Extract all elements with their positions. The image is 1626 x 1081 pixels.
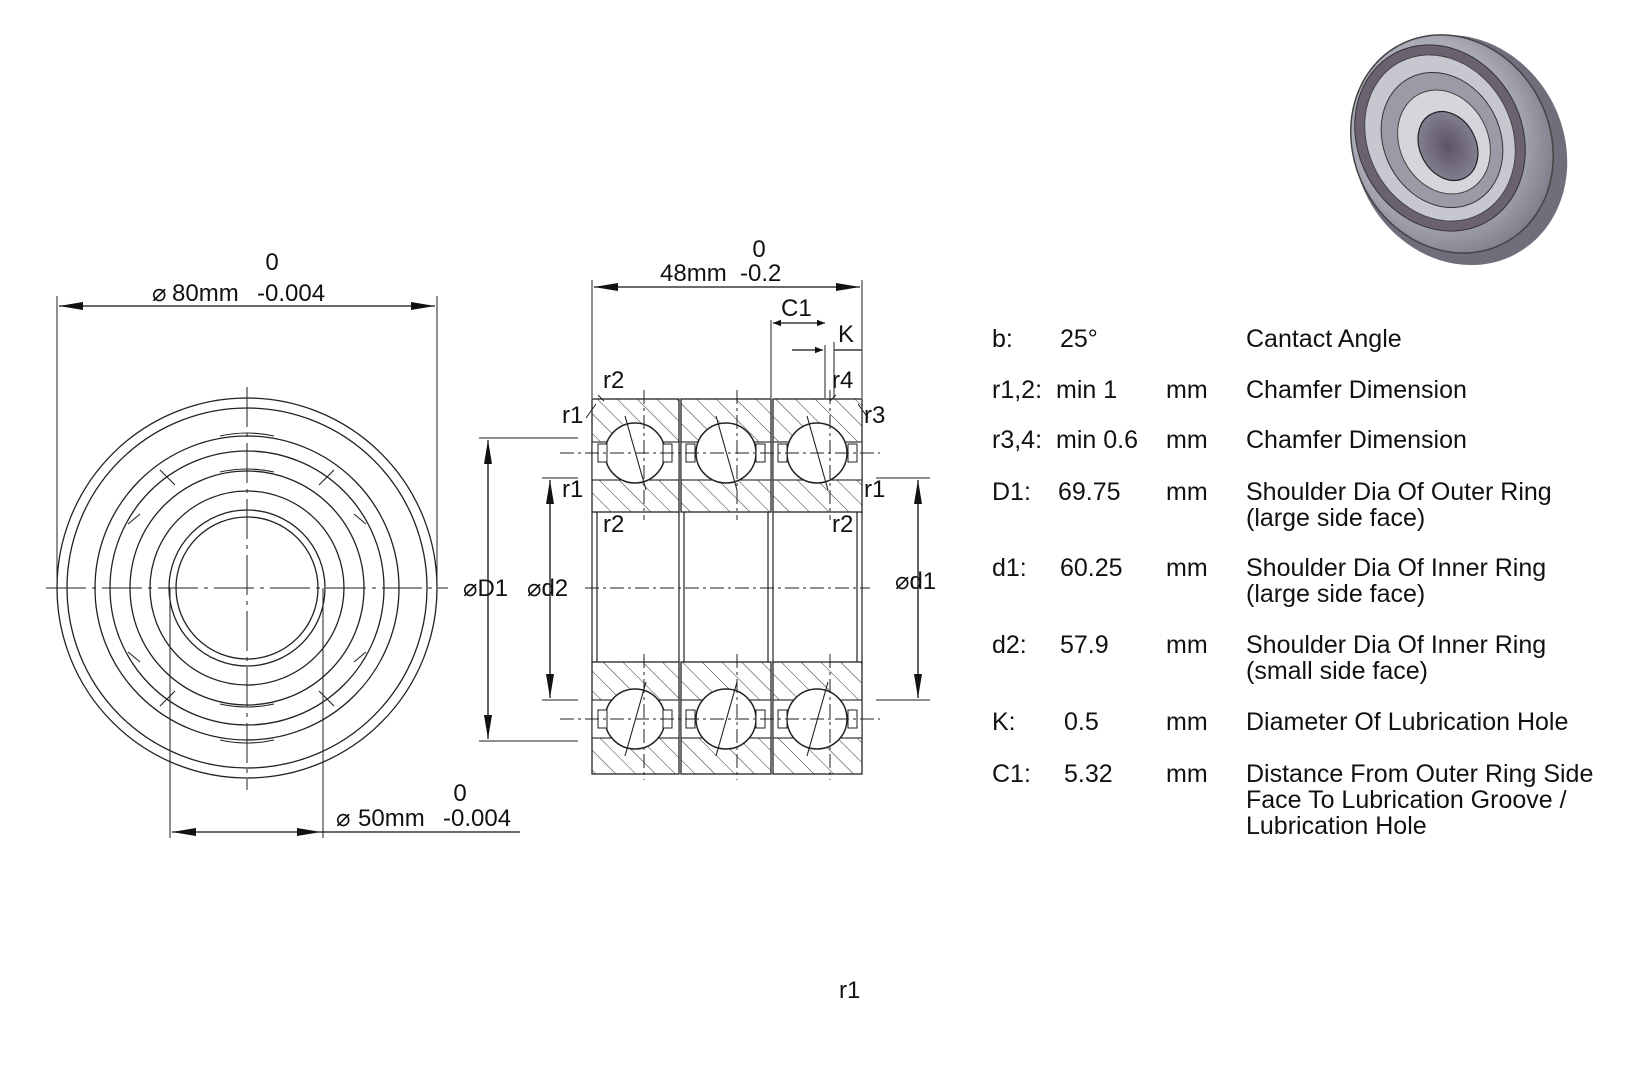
r1-mid-left-label: r1 [562, 476, 583, 503]
spec-symbol: b: [992, 325, 1013, 353]
k-label: K [838, 321, 854, 348]
outer-dia-tol-lower: -0.004 [257, 280, 325, 307]
spec-symbol: r1,2: [992, 376, 1043, 404]
r4-label: r4 [832, 367, 853, 394]
spec-description: Shoulder Dia Of Inner Ring (small side f… [1246, 631, 1547, 685]
spec-symbol: d1: [992, 554, 1027, 582]
spec-symbol: C1: [992, 760, 1031, 788]
outer-dia-tol-upper: 0 [265, 249, 278, 276]
spec-unit: mm [1166, 554, 1208, 582]
spec-value: 69.75 [1058, 478, 1121, 506]
spec-value: 57.9 [1060, 631, 1109, 659]
outer-dia-value: 80mm [172, 280, 239, 307]
spec-value: min 1 [1056, 376, 1118, 404]
r3-label: r3 [864, 402, 885, 429]
spec-unit: mm [1166, 426, 1208, 454]
spec-unit: mm [1166, 376, 1208, 404]
bore-dia-tol-upper: 0 [453, 780, 466, 807]
spec-description: Shoulder Dia Of Outer Ring (large side f… [1246, 478, 1552, 532]
bore-dia-tol-lower: -0.004 [443, 805, 511, 832]
spec-unit: mm [1166, 478, 1208, 506]
spec-unit: mm [1166, 631, 1208, 659]
bore-dia-symbol: ⌀ [336, 805, 350, 832]
r2-top-label: r2 [603, 367, 624, 394]
r1-mid-right-label: r1 [864, 476, 885, 503]
spec-description: Shoulder Dia Of Inner Ring (large side f… [1246, 554, 1547, 608]
r2-left-label: r2 [603, 511, 624, 538]
spec-value: min 0.6 [1056, 426, 1138, 454]
c1-label: C1 [781, 295, 812, 322]
width-value: 48mm [660, 260, 727, 287]
bearing-3d-render [1349, 34, 1568, 266]
width-tol-lower: -0.2 [740, 260, 781, 287]
r2-right-label: r2 [832, 511, 853, 538]
d1-label: ⌀d1 [895, 568, 936, 595]
outer-dia-symbol: ⌀ [152, 280, 166, 307]
spec-symbol: K: [992, 708, 1016, 736]
d2-label: ⌀d2 [527, 575, 568, 602]
spec-symbol: D1: [992, 478, 1031, 506]
spec-description: Diameter Of Lubrication Hole [1246, 708, 1569, 736]
spec-description: Cantact Angle [1246, 325, 1402, 353]
spec-description: Chamfer Dimension [1246, 426, 1467, 454]
footer-label: r1 [839, 977, 860, 1004]
D1-label: ⌀D1 [463, 575, 508, 602]
bore-dia-value: 50mm [358, 805, 425, 832]
spec-description: Chamfer Dimension [1246, 376, 1467, 404]
spec-value: 5.32 [1064, 760, 1113, 788]
r1-top-label: r1 [562, 402, 583, 429]
spec-value: 25° [1060, 325, 1098, 353]
section-view [479, 280, 930, 780]
spec-unit: mm [1166, 760, 1208, 788]
spec-symbol: d2: [992, 631, 1027, 659]
spec-value: 0.5 [1064, 708, 1099, 736]
spec-value: 60.25 [1060, 554, 1123, 582]
width-tol-upper: 0 [752, 236, 765, 263]
spec-description: Distance From Outer Ring Side Face To Lu… [1246, 760, 1594, 840]
spec-symbol: r3,4: [992, 426, 1043, 454]
spec-unit: mm [1166, 708, 1208, 736]
